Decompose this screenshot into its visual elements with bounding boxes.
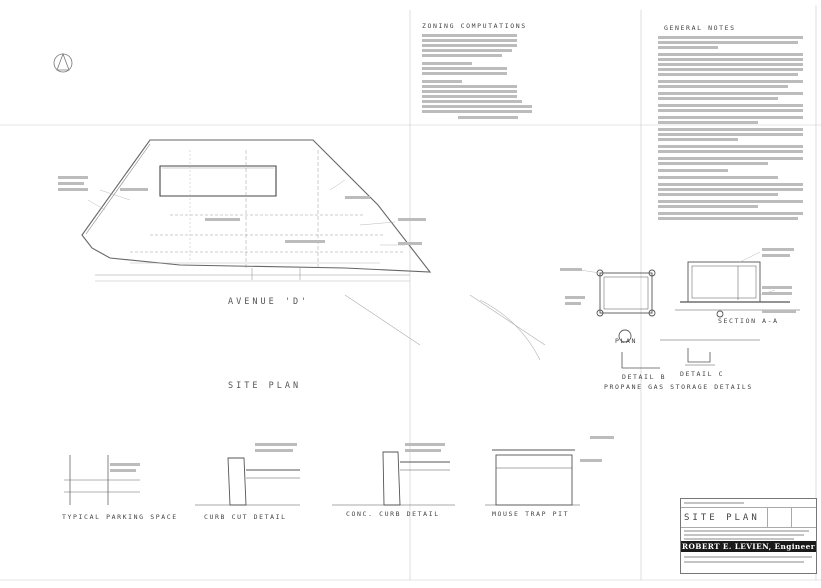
typical-parking-drawing	[64, 455, 140, 505]
detail-b-label: DETAIL B	[622, 373, 667, 381]
street-label: AVENUE 'D'	[228, 297, 310, 307]
conc-curb-drawing	[332, 451, 455, 506]
north-arrow-icon	[53, 52, 73, 73]
typical-parking-label: TYPICAL PARKING SPACE	[62, 513, 178, 521]
street-lines	[344, 294, 546, 361]
zoning-computations: ZONING COMPUTATIONS	[418, 22, 548, 132]
curb-cut-label: CURB CUT DETAIL	[204, 513, 287, 521]
propane-title: PROPANE GAS STORAGE DETAILS	[604, 383, 753, 391]
detail-bc-drawing	[621, 348, 715, 369]
general-notes: GENERAL NOTES	[658, 24, 808, 254]
plan-label: PLAN	[615, 337, 638, 345]
title-block: SITE PLAN ROBERT E. LEVIEN, Engineer	[680, 498, 817, 574]
curb-cut-drawing	[195, 457, 300, 506]
title-block-title: SITE PLAN	[684, 513, 760, 523]
conc-curb-label: CONC. CURB DETAIL	[346, 510, 440, 518]
notes-title: GENERAL NOTES	[664, 24, 736, 32]
site-plan-title: SITE PLAN	[228, 381, 302, 391]
detail-c-label: DETAIL C	[680, 370, 725, 378]
zoning-title: ZONING COMPUTATIONS	[422, 22, 527, 30]
firm-name: ROBERT E. LEVIEN, Engineer	[681, 541, 816, 552]
fold-lines	[0, 5, 821, 581]
site-plan-drawing	[81, 139, 432, 282]
mouse-trap-pit-drawing	[485, 449, 580, 506]
mouse-trap-label: MOUSE TRAP PIT	[492, 510, 570, 518]
propane-plan-drawing	[596, 269, 760, 343]
section-label: SECTION A-A	[718, 317, 779, 325]
section-aa-drawing	[675, 261, 800, 318]
